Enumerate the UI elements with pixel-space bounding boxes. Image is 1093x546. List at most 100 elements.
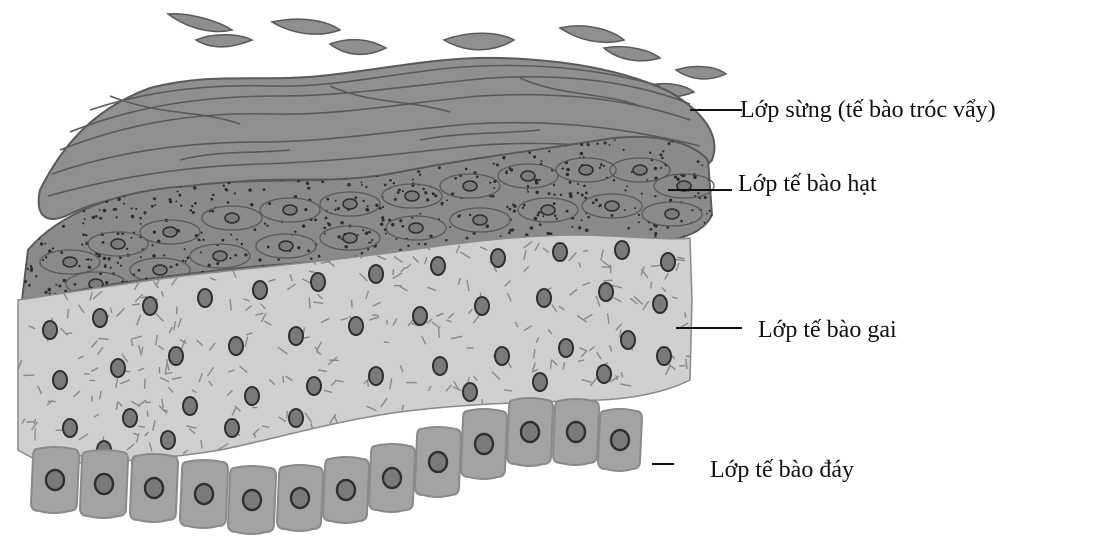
granule-dot [151,205,154,208]
granule-dot [302,224,305,227]
granule-dot [508,231,511,234]
granule-dot [496,163,499,166]
granule-dot [424,243,427,246]
granule-dot [367,209,370,212]
spine-dash [132,304,140,305]
granule-dot [310,257,313,260]
granule-dot [587,216,590,219]
spine-dash [651,282,652,289]
granule-dot [325,217,328,220]
granule-dot [362,229,364,231]
granular-nucleus [225,213,239,223]
granule-dot [114,208,117,211]
granule-dot [547,232,551,236]
granule-dot [304,208,307,211]
spine-dash [690,400,695,409]
granule-dot [541,160,543,162]
granule-dot [184,248,186,250]
granule-dot [584,197,587,200]
granule-dot [212,194,214,196]
spinous-nucleus [289,327,303,345]
granule-dot [569,194,573,198]
granule-dot [680,220,683,223]
granule-dot [307,249,310,252]
granule-dot [189,209,192,212]
granule-dot [153,197,156,200]
granule-dot [585,229,589,233]
corneum-flake [330,40,386,55]
granule-dot [81,243,83,245]
spinous-nucleus [369,367,383,385]
spine-dash [84,374,90,375]
granule-dot [180,205,182,207]
granule-dot [63,279,67,283]
spine-dash [643,427,644,433]
granular-nucleus [633,165,647,175]
granule-dot [509,229,512,232]
granule-dot [381,216,384,219]
granule-dot [169,198,172,201]
granule-dot [395,238,397,240]
granule-dot [175,200,177,202]
granule-dot [87,258,89,260]
granule-dot [366,205,368,207]
spine-dash [393,269,394,275]
granule-dot [30,265,33,268]
granular-nucleus [521,171,535,181]
granule-dot [600,164,602,166]
spinous-nucleus [475,297,489,315]
granule-dot [500,235,502,237]
granule-dot [48,288,52,292]
spine-dash [504,390,512,391]
basal-nucleus [145,478,163,498]
granule-dot [92,216,95,219]
granule-dot [708,294,710,296]
granule-dot [513,205,516,208]
spinous-nucleus [307,377,321,395]
granule-dot [126,248,128,250]
granule-dot [371,239,373,241]
granule-dot [62,225,65,228]
granule-dot [650,228,653,231]
granular-nucleus [541,205,555,215]
spine-dash [392,426,398,432]
granule-dot [138,269,141,272]
granule-dot [694,269,697,272]
spinous-nucleus [229,337,243,355]
granule-dot [123,203,125,205]
granule-dot [82,222,84,224]
granule-dot [234,254,237,257]
granule-dot [682,175,684,177]
granule-dot [103,257,106,260]
granule-dot [307,186,310,189]
spine-dash [22,455,25,459]
granule-dot [585,192,588,195]
granule-dot [187,256,190,259]
granule-dot [266,225,268,227]
granule-dot [314,218,317,221]
granule-dot [399,219,402,222]
granule-dot [539,179,541,181]
granule-dot [533,155,536,158]
granule-dot [200,232,202,234]
granule-dot [434,194,437,197]
granule-dot [697,160,700,163]
granule-dot [394,198,397,201]
granule-dot [365,186,367,188]
granule-dot [120,265,122,267]
granule-dot [46,166,49,169]
granule-dot [560,194,562,196]
corneum-flake [444,33,514,50]
granule-dot [117,197,120,200]
granular-nucleus [665,209,679,219]
granule-dot [334,209,336,211]
granule-dot [446,199,448,201]
granular-nucleus [111,239,125,249]
granule-dot [361,182,363,184]
granule-dot [84,218,86,220]
granule-dot [202,239,204,241]
granule-dot [526,188,528,190]
spinous-nucleus [463,383,477,401]
granule-dot [28,284,31,287]
